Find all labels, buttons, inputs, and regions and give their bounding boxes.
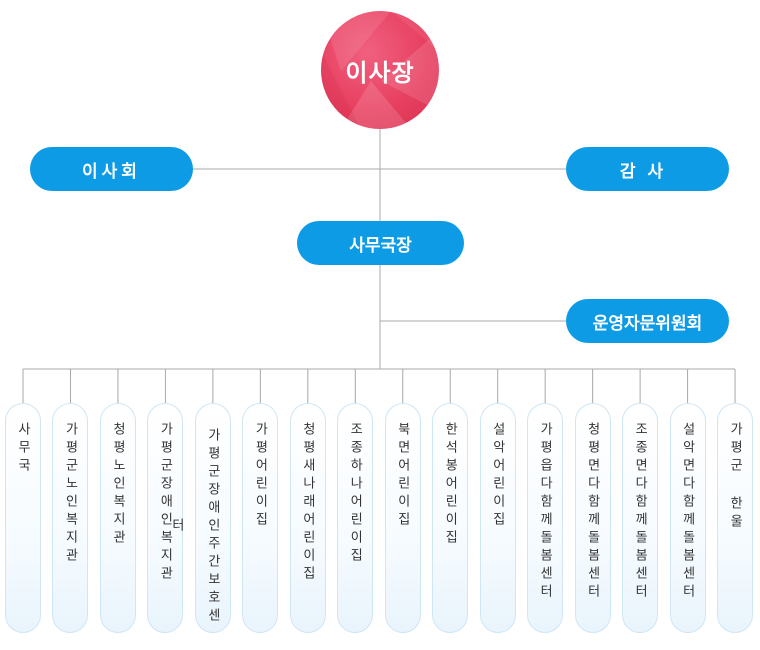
unit-label: 가평군장애인복지관 [157, 422, 173, 584]
unit-label: 청평새나래어린이집 [299, 422, 315, 584]
advisory-committee-node: 운영자문위원회 [566, 299, 729, 343]
chairman-label: 이사장 [345, 58, 415, 87]
facet-pattern [321, 11, 439, 129]
unit-label: 가평군장애인주간보호센터 [168, 428, 220, 626]
board-node: 이사회 [30, 147, 193, 191]
unit-label: 조종하나어린이집 [347, 422, 363, 566]
unit-label: 설악면다함께돌봄센터 [679, 422, 695, 602]
unit-node: 가평읍다함께돌봄센터 [527, 403, 564, 633]
unit-node: 청평새나래어린이집 [289, 403, 326, 633]
unit-label: 사무국 [15, 422, 30, 476]
unit-node: 가평어린이집 [242, 403, 279, 633]
unit-label: 가평어린이집 [252, 422, 268, 530]
unit-node: 가평군노인복지관 [52, 403, 89, 633]
unit-label: 한석봉어린이집 [442, 422, 458, 548]
unit-node: 설악면다함께돌봄센터 [669, 403, 706, 633]
unit-label: 조종면다함께돌봄센터 [632, 422, 648, 602]
chairman-node: 이사장 [321, 11, 439, 129]
unit-node: 설악어린이집 [479, 403, 516, 633]
unit-node: 가평군장애인주간보호센터 [168, 403, 231, 633]
unit-label: 북면어린이집 [394, 422, 410, 530]
unit-node: 조종면다함께돌봄센터 [622, 403, 659, 633]
unit-node: 가평군 한울 [717, 403, 754, 633]
unit-node: 청평노인복지관 [99, 403, 136, 633]
unit-label: 설악어린이집 [489, 422, 505, 530]
unit-label: 가평읍다함께돌봄센터 [537, 422, 553, 602]
audit-label: 감사 [619, 161, 676, 182]
unit-label: 청평노인복지관 [109, 422, 125, 548]
secretary-general-label: 사무국장 [349, 235, 412, 256]
unit-label: 가평군노인복지관 [62, 422, 78, 566]
unit-node: 조종하나어린이집 [337, 403, 374, 633]
board-label: 이사회 [82, 161, 141, 182]
unit-node: 한석봉어린이집 [432, 403, 469, 633]
unit-label: 가평군 한울 [727, 422, 743, 532]
unit-label: 청평면다함께돌봄센터 [584, 422, 600, 602]
unit-node: 가평군장애인복지관 [147, 403, 184, 633]
secretary-general-node: 사무국장 [297, 221, 464, 265]
audit-node: 감사 [566, 147, 729, 191]
unit-node: 사무국 [5, 403, 41, 633]
unit-node: 청평면다함께돌봄센터 [574, 403, 611, 633]
advisory-committee-label: 운영자문위원회 [592, 313, 703, 334]
unit-node: 북면어린이집 [384, 403, 421, 633]
